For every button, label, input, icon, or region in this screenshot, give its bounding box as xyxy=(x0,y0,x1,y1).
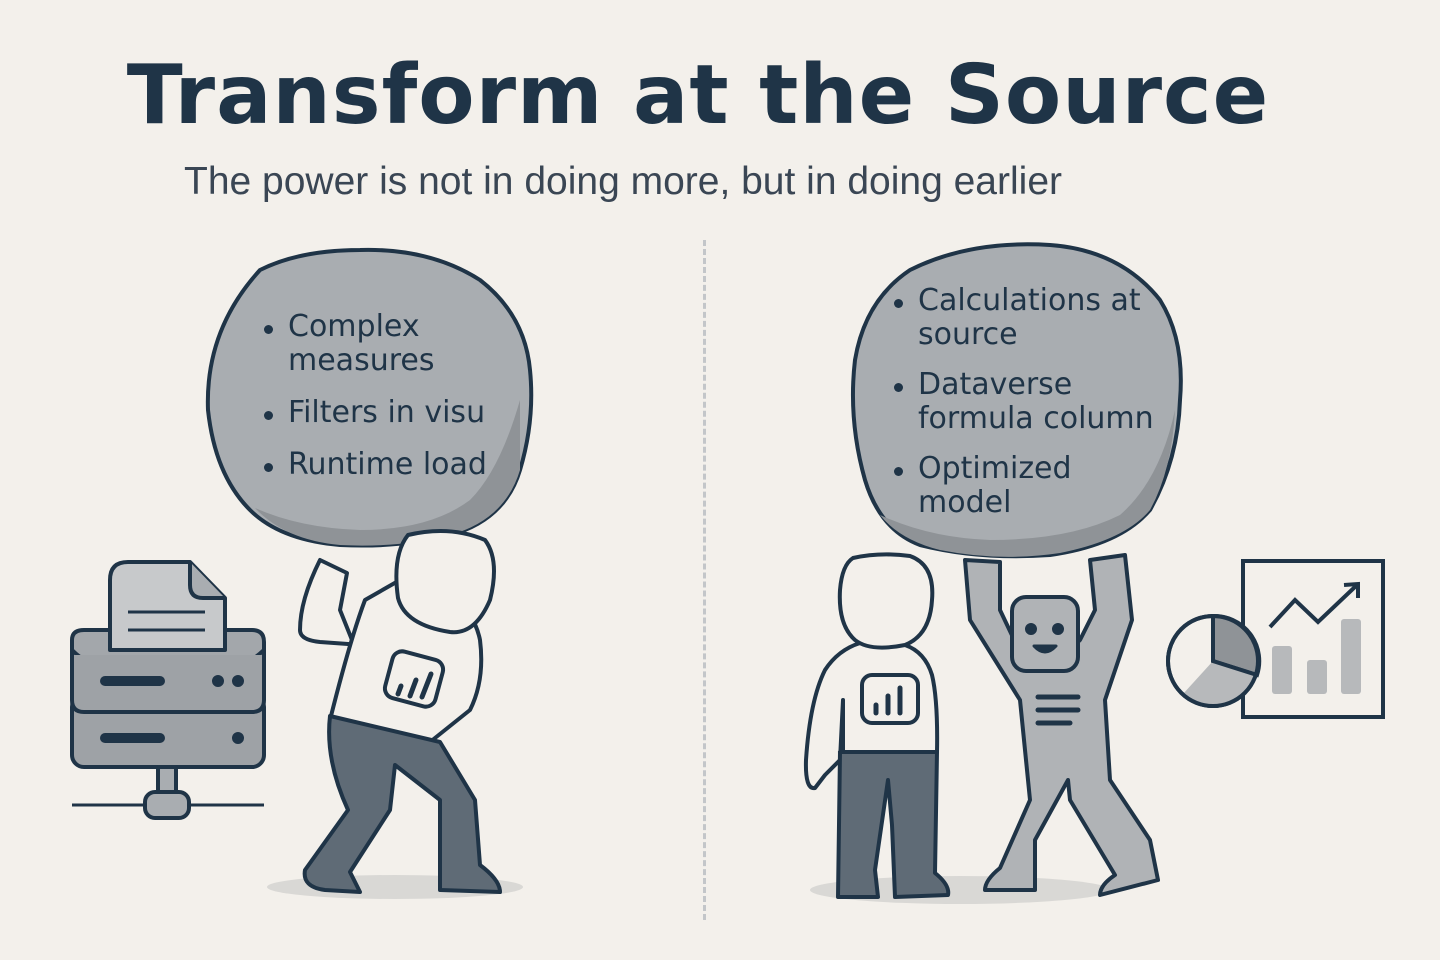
list-item: Dataverse formula column xyxy=(892,368,1172,436)
trend-report-icon xyxy=(1241,559,1385,719)
dashed-divider xyxy=(703,240,706,920)
list-item: Optimized model xyxy=(892,452,1172,520)
bar-chart-badge-icon xyxy=(860,673,920,725)
page-subtitle: The power is not in doing more, but in d… xyxy=(184,160,1062,203)
smiling-robot-lifting-boulder xyxy=(963,553,1160,897)
left-boulder xyxy=(205,247,534,548)
person-standing xyxy=(803,552,951,899)
right-boulder xyxy=(851,242,1183,559)
pie-chart-icon xyxy=(1166,613,1262,708)
server-with-document-icon xyxy=(70,560,266,820)
right-boulder-list: Calculations at source Dataverse formula… xyxy=(892,284,1172,536)
person-straining-under-boulder xyxy=(298,529,502,894)
page-title: Transform at the Source xyxy=(126,48,1270,143)
bar-chart-badge-icon xyxy=(382,649,446,709)
list-item: Complex measures xyxy=(262,310,522,378)
left-boulder-list: Complex measures Filters in visu Runtime… xyxy=(262,310,522,500)
list-item: Filters in visu xyxy=(262,396,522,430)
list-item: Runtime load xyxy=(262,448,522,482)
list-item: Calculations at source xyxy=(892,284,1172,352)
